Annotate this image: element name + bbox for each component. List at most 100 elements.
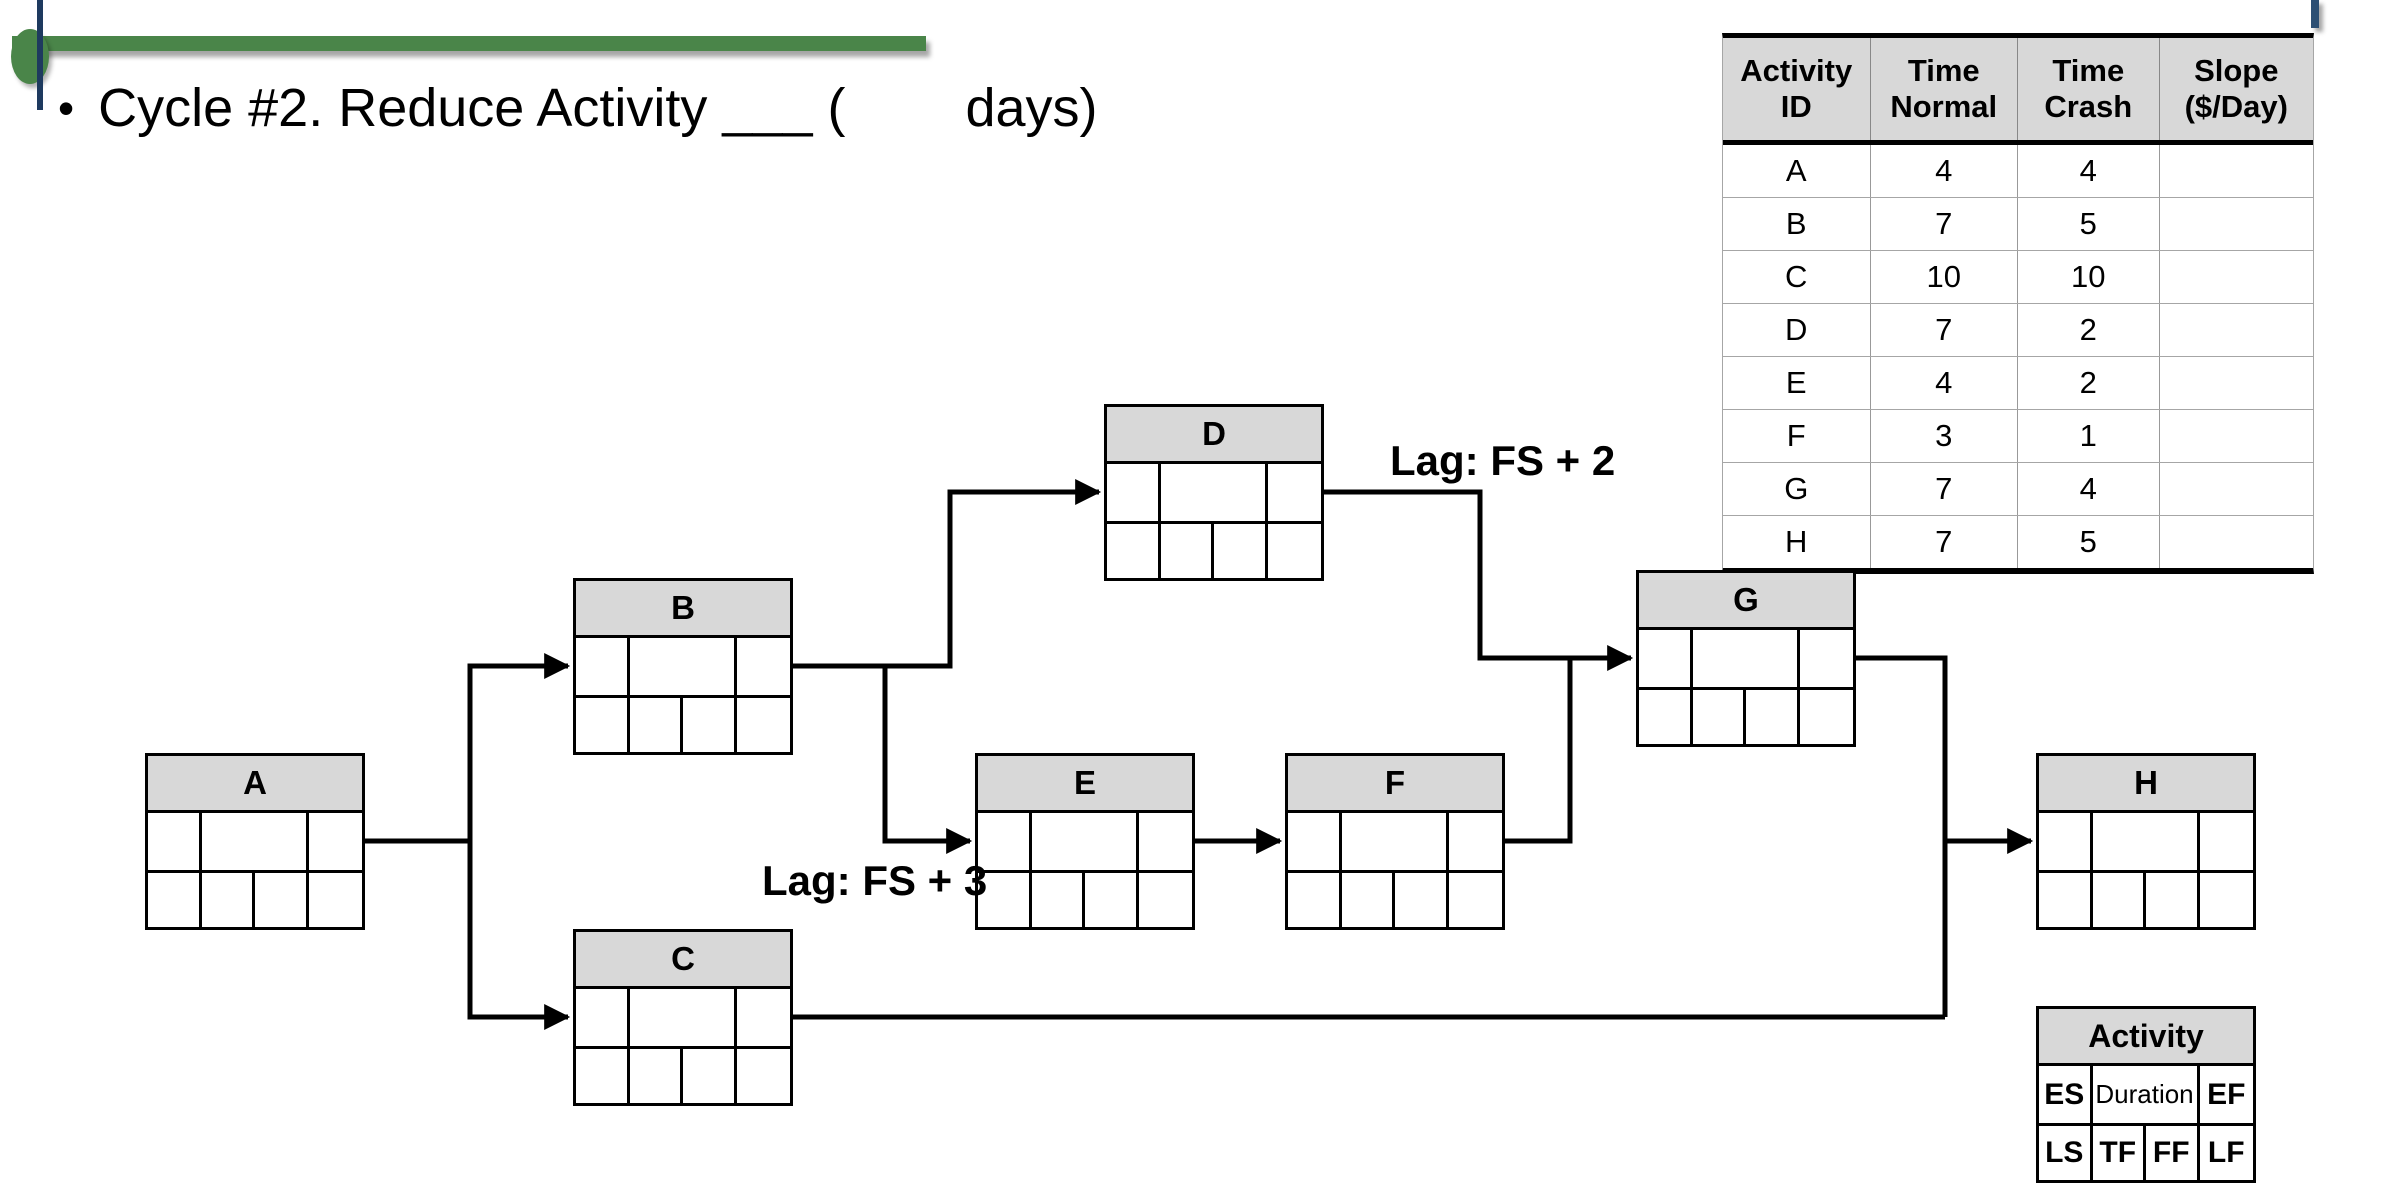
blue-bar-decoration [2311, 0, 2319, 28]
connector-G-H-junction [1856, 655, 1948, 1017]
node-C-cell-tf [630, 1049, 683, 1103]
node-G-label: G [1639, 573, 1853, 630]
node-D-cell-ls [1107, 524, 1161, 578]
node-D-cell-ef [1268, 464, 1322, 521]
node-E-cell-ef [1139, 813, 1193, 870]
cost-cell-C-crash: 10 [2018, 251, 2160, 303]
node-C-cell-ef [737, 989, 791, 1046]
node-F-cell-ls [1288, 873, 1342, 927]
legend-lf-label: LF [2207, 1136, 2245, 1169]
cost-cell-F-id: F [1723, 410, 1871, 462]
node-B-label: B [576, 581, 790, 638]
node-H-cell-duration [2093, 813, 2200, 870]
cost-cell-G-normal: 7 [1871, 463, 2018, 515]
node-G: G [1636, 570, 1856, 747]
legend-ef-label: EF [2207, 1077, 2246, 1111]
node-F-cell-lf [1449, 873, 1503, 927]
cost-cell-E-normal: 4 [1871, 357, 2018, 409]
lag-label-d-g: Lag: FS + 2 [1390, 437, 1616, 484]
node-A-cell-ff [255, 873, 309, 927]
cost-cell-F-crash: 1 [2018, 410, 2160, 462]
node-G-cell-ls [1639, 690, 1693, 744]
legend-header: Activity [2039, 1009, 2253, 1066]
node-B-cell-ef [737, 638, 791, 695]
node-G-cell-es [1639, 630, 1693, 687]
node-E-cell-ff [1085, 873, 1139, 927]
node-F-cell-tf [1342, 873, 1395, 927]
node-G-cell-ef [1800, 630, 1854, 687]
node-H-cell-lf [2200, 873, 2254, 927]
cost-cell-B-crash: 5 [2018, 198, 2160, 250]
node-A-cell-es [148, 813, 202, 870]
node-F-cell-es [1288, 813, 1342, 870]
node-B-cell-es [576, 638, 630, 695]
node-C-cell-es [576, 989, 630, 1046]
node-E-cell-tf [1032, 873, 1085, 927]
cost-cell-A-crash: 4 [2018, 145, 2160, 197]
node-H-cell-tf [2093, 873, 2146, 927]
node-D-cell-tf [1161, 524, 1214, 578]
node-B-cell-ls [576, 698, 630, 752]
node-F-cell-ef [1449, 813, 1503, 870]
node-D: D [1104, 404, 1324, 581]
node-H-cell-ff [2146, 873, 2200, 927]
cost-cell-H-id: H [1723, 516, 1871, 568]
node-C-cell-lf [737, 1049, 791, 1103]
legend-tf-label: TF [2093, 1126, 2146, 1180]
node-D-label: D [1107, 407, 1321, 464]
node-F-cell-duration [1342, 813, 1449, 870]
connector-B-E [882, 666, 973, 854]
cost-cell-E-id: E [1723, 357, 1871, 409]
connector-A-C [467, 841, 571, 1030]
legend-ls-label: LS [2039, 1126, 2093, 1180]
title-bullet: • [58, 82, 75, 134]
node-D-cell-lf [1268, 524, 1322, 578]
legend-duration-label: Duration [2093, 1066, 2200, 1123]
node-B-cell-duration [630, 638, 737, 695]
node-G-cell-tf [1693, 690, 1746, 744]
legend-es-label: ES [2039, 1066, 2093, 1123]
node-A-cell-tf [202, 873, 255, 927]
page-title: Cycle #2. Reduce Activity ___ ( days) [98, 78, 1098, 138]
node-A-cell-lf [309, 873, 363, 927]
node-G-cell-lf [1800, 690, 1854, 744]
cost-table-header-1: Time Normal [1871, 38, 2018, 140]
node-E-cell-es [978, 813, 1032, 870]
node-A-cell-duration [202, 813, 309, 870]
node-F: F [1285, 753, 1505, 930]
connector-B-D [793, 479, 1102, 669]
connector-A-B [365, 653, 571, 844]
cost-cell-D-crash: 2 [2018, 304, 2160, 356]
node-B-cell-tf [630, 698, 683, 752]
node-A: A [145, 753, 365, 930]
cost-table-header-0: Activity ID [1723, 38, 1871, 140]
node-G-cell-duration [1693, 630, 1800, 687]
node-B-cell-ff [683, 698, 737, 752]
cost-cell-H-crash: 5 [2018, 516, 2160, 568]
node-H-cell-ef [2200, 813, 2254, 870]
cost-cell-D-normal: 7 [1871, 304, 2018, 356]
node-E: E [975, 753, 1195, 930]
cost-cell-C-normal: 10 [1871, 251, 2018, 303]
connector-D-G [1324, 489, 1634, 671]
cost-cell-A-id: A [1723, 145, 1871, 197]
node-H-cell-ls [2039, 873, 2093, 927]
node-B-cell-lf [737, 698, 791, 752]
node-A-cell-ef [309, 813, 363, 870]
node-C-cell-duration [630, 989, 737, 1046]
node-A-cell-ls [148, 873, 202, 927]
node-E-cell-duration [1032, 813, 1139, 870]
cost-cell-H-normal: 7 [1871, 516, 2018, 568]
node-H-label: H [2039, 756, 2253, 813]
node-C-cell-ls [576, 1049, 630, 1103]
cost-cell-A-normal: 4 [1871, 145, 2018, 197]
